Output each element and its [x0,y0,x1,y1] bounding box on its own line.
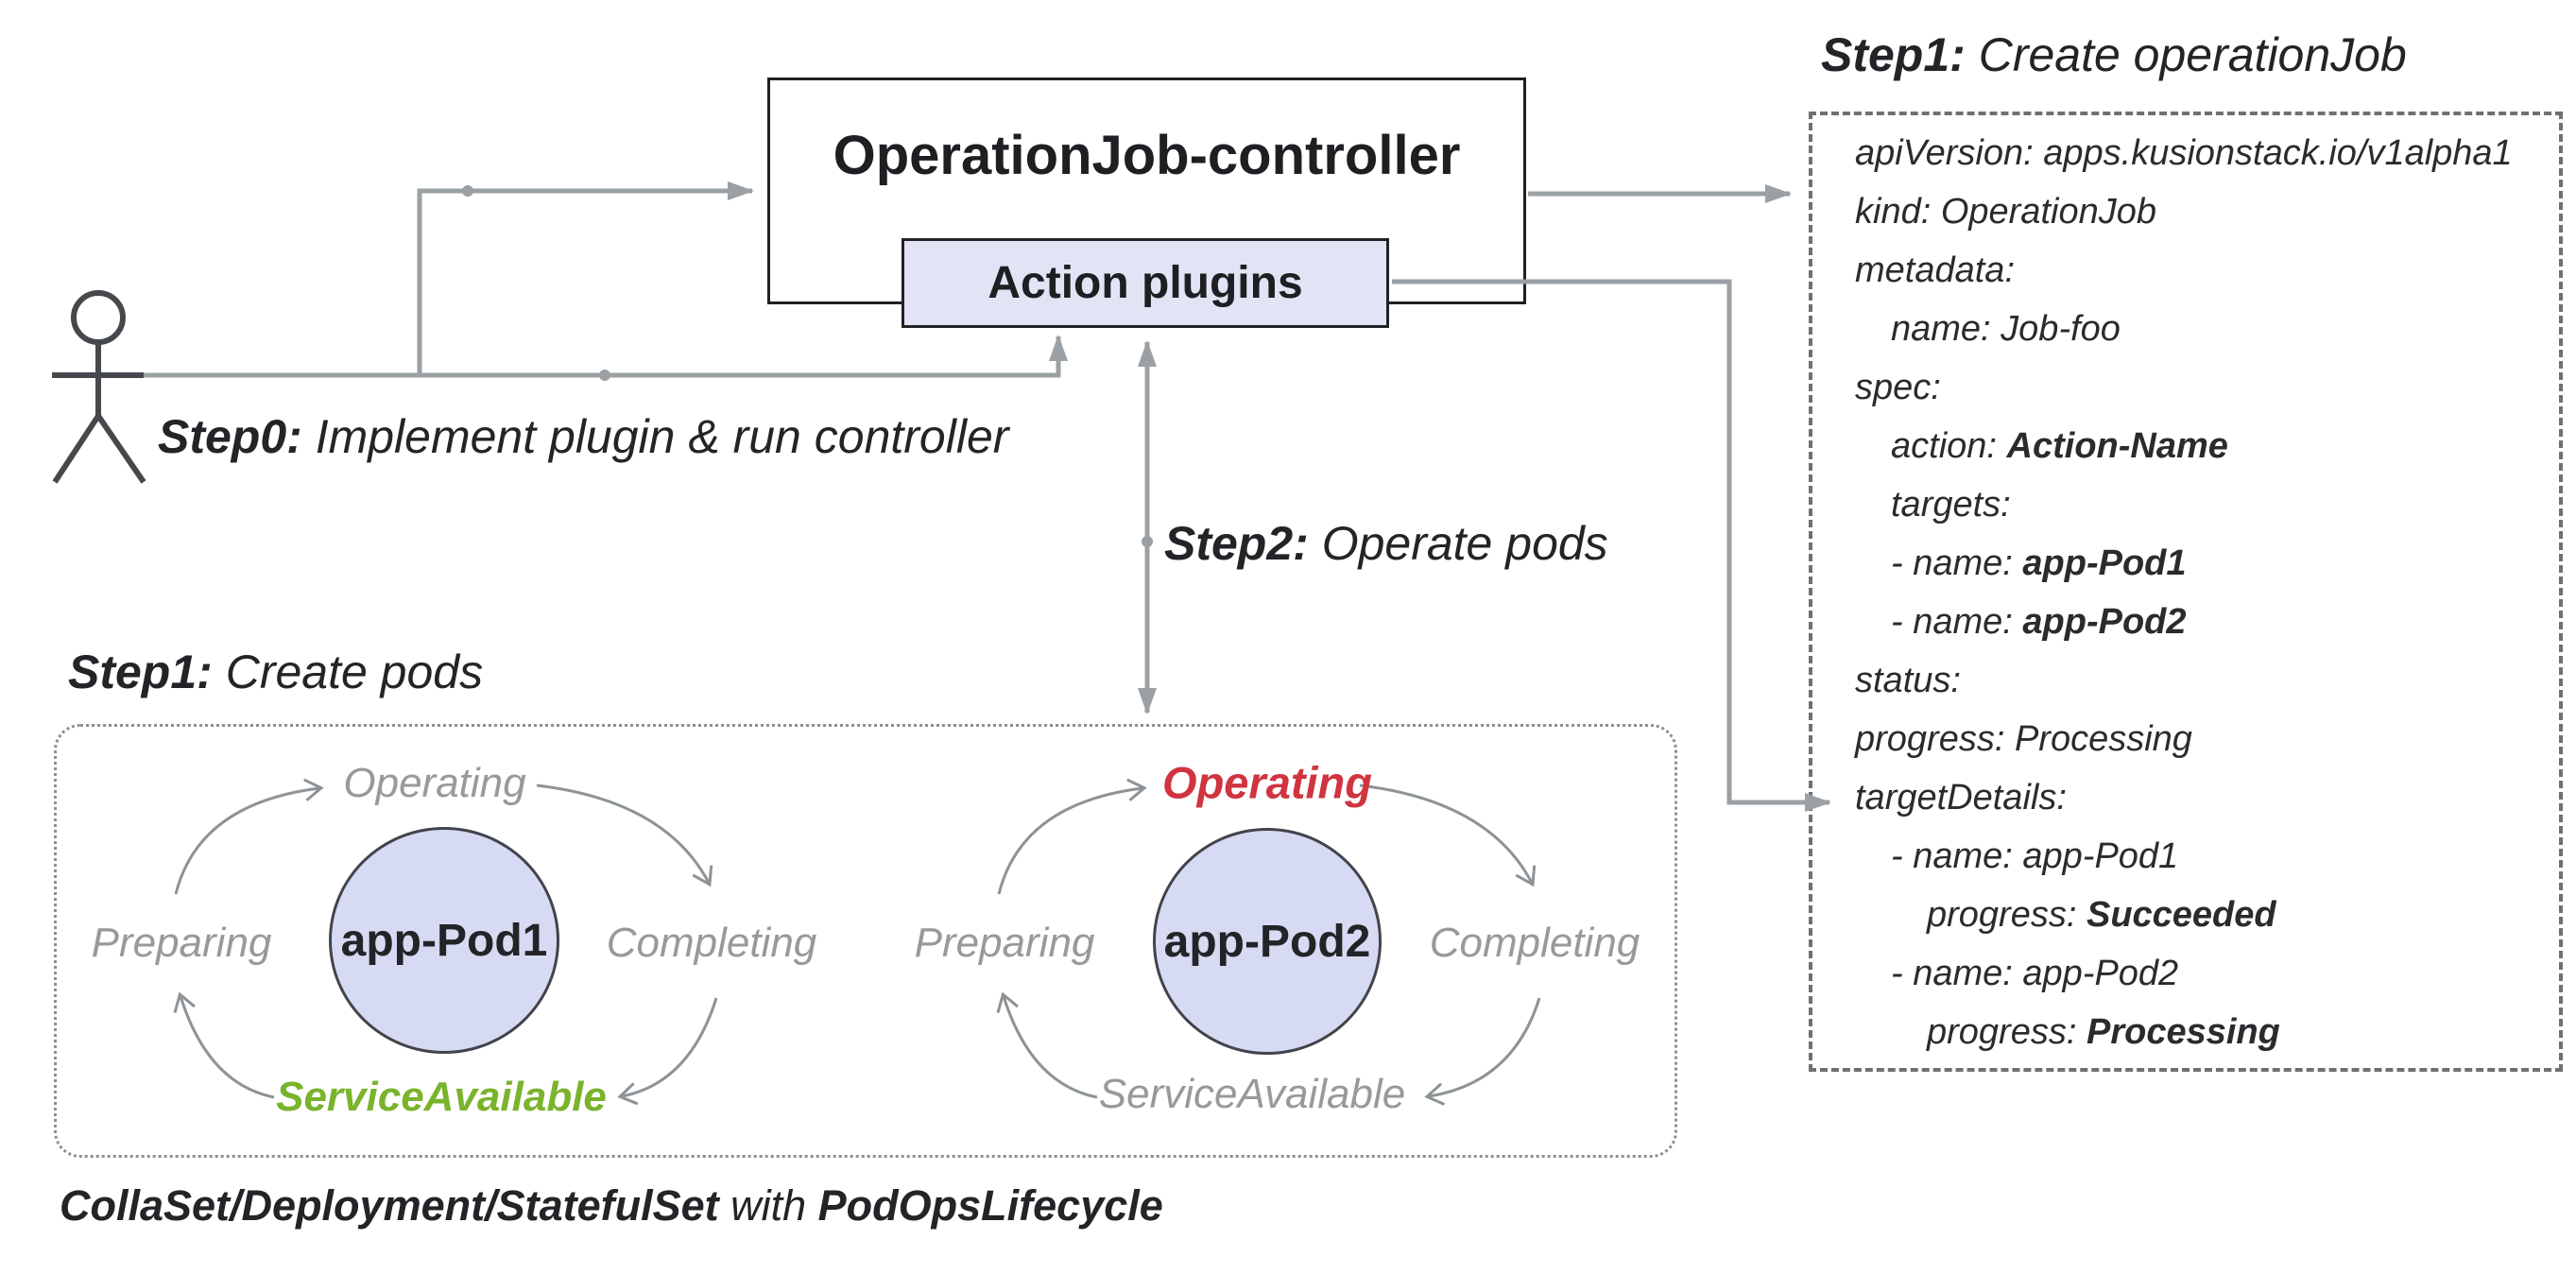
pod1-name: app-Pod1 [340,915,548,966]
action-plugins-box: Action plugins [902,238,1389,328]
workload-caption: CollaSet/Deployment/StatefulSet with Pod… [60,1181,1163,1230]
yaml-line: targetDetails: [1855,778,2067,818]
pods-lifecycle-box [54,724,1677,1158]
arrow-step0-to-plugins [144,335,1068,378]
yaml-line: progress: Succeeded [1927,895,2276,935]
yaml-line: - name: app-Pod2 [1891,954,2179,993]
yaml-line: metadata: [1855,250,2015,290]
action-plugins-label: Action plugins [987,258,1303,308]
yaml-line: progress: Processing [1927,1012,2280,1052]
pod2-serviceavailable-label: ServiceAvailable [1098,1071,1406,1117]
operationjob-yaml-box: apiVersion: apps.kusionstack.io/v1alpha1… [1809,112,2563,1072]
yaml-line: - name: app-Pod1 [1891,836,2179,876]
yaml-line: name: Job-foo [1891,309,2121,349]
pod1-serviceavailable-label: ServiceAvailable [276,1074,607,1120]
pod1-ellipse: app-Pod1 [329,827,559,1054]
pod1-preparing-label: Preparing [91,920,272,966]
yaml-line: apiVersion: apps.kusionstack.io/v1alpha1 [1855,133,2513,173]
controller-title: OperationJob-controller [833,125,1461,186]
step2-label: Step2: Operate pods [1164,517,1608,570]
yaml-line: targets: [1891,485,2011,525]
yaml-line: action: Action-Name [1891,426,2228,466]
pod2-preparing-label: Preparing [914,920,1095,966]
pod1-completing-label: Completing [606,920,817,966]
pod2-ellipse: app-Pod2 [1153,828,1382,1055]
pod1-operating-label: Operating [343,760,526,806]
yaml-section-title: Step1: Create operationJob [1821,28,2407,81]
yaml-line: progress: Processing [1855,719,2192,759]
pod2-completing-label: Completing [1429,920,1640,966]
pod2-operating-label: Operating [1162,757,1372,808]
pod2-name: app-Pod2 [1163,916,1371,967]
arrow-step0-to-controller [417,181,754,375]
yaml-line: kind: OperationJob [1855,192,2156,232]
yaml-line: spec: [1855,368,1941,407]
yaml-line: - name: app-Pod1 [1891,543,2187,583]
yaml-line: status: [1855,661,1961,700]
stick-figure-icon [52,290,146,484]
step0-label: Step0: Implement plugin & run controller [158,410,1009,463]
pods-section-title: Step1: Create pods [68,646,484,698]
yaml-line: - name: app-Pod2 [1891,602,2187,642]
